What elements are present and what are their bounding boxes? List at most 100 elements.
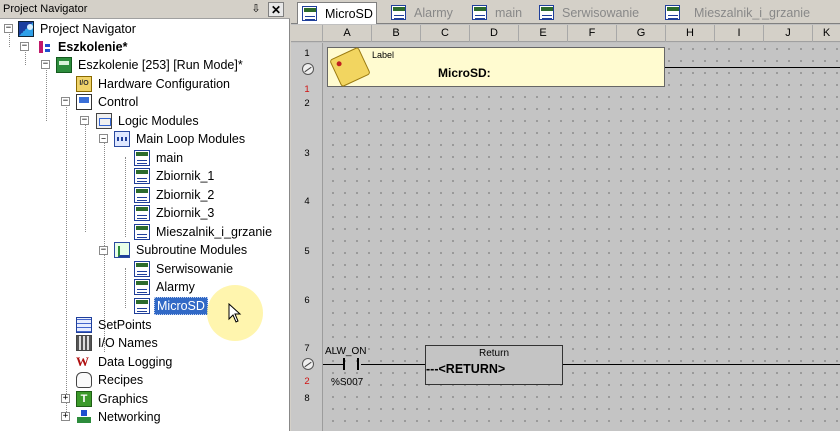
tree-item-graphics[interactable]: T Graphics (76, 390, 150, 408)
row-number: 7 (304, 343, 310, 354)
collapse-icon[interactable]: − (80, 115, 89, 125)
tree-item-io-names[interactable]: I/O Names (76, 334, 160, 352)
tab-serwisowanie[interactable]: Serwisowanie (535, 2, 655, 23)
tree-item-label: Graphics (98, 392, 149, 406)
rung-power-icon[interactable] (302, 63, 314, 75)
collapse-icon[interactable]: − (4, 23, 13, 33)
tree-item-module[interactable]: main (134, 149, 185, 167)
tree-item-module[interactable]: Zbiornik_3 (134, 204, 216, 222)
navigator-title: Project Navigator (3, 3, 88, 15)
tree-item-setpoints[interactable]: SetPoints (76, 316, 154, 334)
collapse-icon[interactable]: − (99, 245, 108, 255)
row-number: 6 (304, 295, 310, 306)
contact-name: ALW_ON (325, 346, 367, 357)
tree-item-label: Subroutine Modules (136, 243, 248, 257)
solution-icon (36, 39, 52, 55)
tree-item-module[interactable]: Serwisowanie (134, 260, 235, 278)
collapse-icon[interactable]: − (20, 41, 29, 51)
tree-item-module[interactable]: Alarmy (134, 278, 197, 296)
label-element[interactable]: Label MicroSD: (327, 46, 665, 88)
main-loop-icon (114, 131, 130, 147)
setpoints-icon (76, 317, 92, 333)
row-number: 8 (304, 393, 310, 404)
tree-item-label: Logic Modules (118, 114, 199, 128)
row-number-column: 1 1 2 3 4 5 6 7 2 8 (291, 43, 323, 431)
tab-mieszalnik[interactable]: Mieszalnik_i_grzanie (661, 2, 840, 23)
tree-line (125, 157, 126, 237)
return-title: Return (478, 348, 509, 359)
column-label: K (822, 27, 831, 39)
tree-item-label: Control (98, 95, 139, 109)
return-coil-element[interactable]: Return ---<RETURN> (425, 345, 563, 385)
tree-item-label: Zbiornik_3 (156, 206, 215, 220)
collapse-icon[interactable]: − (41, 59, 50, 69)
ladder-module-icon (391, 5, 406, 20)
tree-item-recipes[interactable]: Recipes (76, 371, 145, 389)
column-label: J (764, 25, 813, 42)
column-label: A (323, 25, 372, 42)
tree-line (9, 29, 10, 47)
tree-item-subroutine-modules[interactable]: Subroutine Modules (114, 241, 249, 259)
ladder-module-icon (134, 279, 150, 295)
row-number: 4 (304, 196, 310, 207)
ladder-module-icon (134, 150, 150, 166)
tab-microsd[interactable]: MicroSD (297, 2, 377, 24)
tree-line (125, 268, 126, 308)
row-number: 1 (304, 84, 310, 95)
tab-alarmy[interactable]: Alarmy (387, 2, 459, 23)
logic-modules-icon (96, 113, 112, 129)
control-icon (76, 94, 92, 110)
collapse-icon[interactable]: − (61, 96, 70, 106)
ladder-grid[interactable] (291, 43, 840, 431)
tree-item-project-navigator[interactable]: Project Navigator (18, 20, 138, 38)
tree-item-label: Zbiornik_2 (156, 188, 215, 202)
recipes-icon (76, 372, 92, 388)
tree-item-module[interactable]: Zbiornik_2 (134, 186, 216, 204)
contact-element[interactable] (343, 358, 359, 370)
tree-item-main-loop-modules[interactable]: Main Loop Modules (114, 130, 247, 148)
row-number: 1 (304, 48, 310, 59)
tree-item-label: Data Logging (98, 355, 173, 369)
tree-line (25, 47, 26, 65)
io-names-icon (76, 335, 92, 351)
close-icon[interactable]: ✕ (268, 2, 284, 17)
tree-item-module[interactable]: Zbiornik_1 (134, 167, 216, 185)
tree-item-label: Alarmy (156, 280, 195, 294)
column-corner (291, 25, 323, 42)
tab-label: Alarmy (414, 5, 453, 20)
tree-item-eszkolenie[interactable]: Eszkolenie* (36, 38, 129, 56)
pin-icon[interactable]: ⇩ (251, 3, 261, 15)
tree-item-label: Mieszalnik_i_grzanie (156, 225, 273, 239)
tree-item-module[interactable]: Mieszalnik_i_grzanie (134, 223, 274, 241)
tree-item-networking[interactable]: Networking (76, 408, 163, 426)
tree-item-label: Recipes (98, 373, 144, 387)
tab-label: main (495, 5, 523, 20)
rung-power-icon[interactable] (302, 358, 314, 370)
ladder-module-icon (134, 224, 150, 240)
collapse-icon[interactable]: − (99, 134, 108, 143)
module-tabbar: MicroSD Alarmy main Serwisowanie Mieszal… (291, 0, 840, 24)
column-label: D (470, 25, 519, 42)
rung-wire (323, 364, 343, 365)
tree-item-label: Serwisowanie (156, 262, 234, 276)
tab-label: Mieszalnik_i_grzanie (694, 5, 811, 20)
expand-icon[interactable]: + (61, 411, 70, 421)
tree-item-plc[interactable]: Eszkolenie [253] [Run Mode]* (56, 56, 245, 74)
contact-address: %S007 (331, 377, 364, 388)
ladder-module-icon (134, 298, 150, 314)
column-header: A B C D E F G H I J K (291, 25, 840, 42)
ladder-editor: MicroSD Alarmy main Serwisowanie Mieszal… (291, 0, 840, 431)
tab-main[interactable]: main (468, 2, 532, 23)
return-command: ---<RETURN> (426, 362, 506, 376)
tree-item-label: main (156, 151, 184, 165)
column-label: H (666, 25, 715, 42)
tree-item-module-selected[interactable]: MicroSD (134, 297, 208, 315)
tree-item-hardware-configuration[interactable]: I/O Hardware Configuration (76, 75, 232, 93)
networking-icon (76, 409, 92, 425)
tree-item-data-logging[interactable]: Data Logging (76, 353, 174, 371)
expand-icon[interactable]: + (61, 393, 70, 403)
row-number: 2 (304, 98, 310, 109)
ladder-module-icon (472, 5, 487, 20)
tree-item-control[interactable]: Control (76, 93, 140, 111)
tree-item-logic-modules[interactable]: Logic Modules (96, 112, 201, 130)
